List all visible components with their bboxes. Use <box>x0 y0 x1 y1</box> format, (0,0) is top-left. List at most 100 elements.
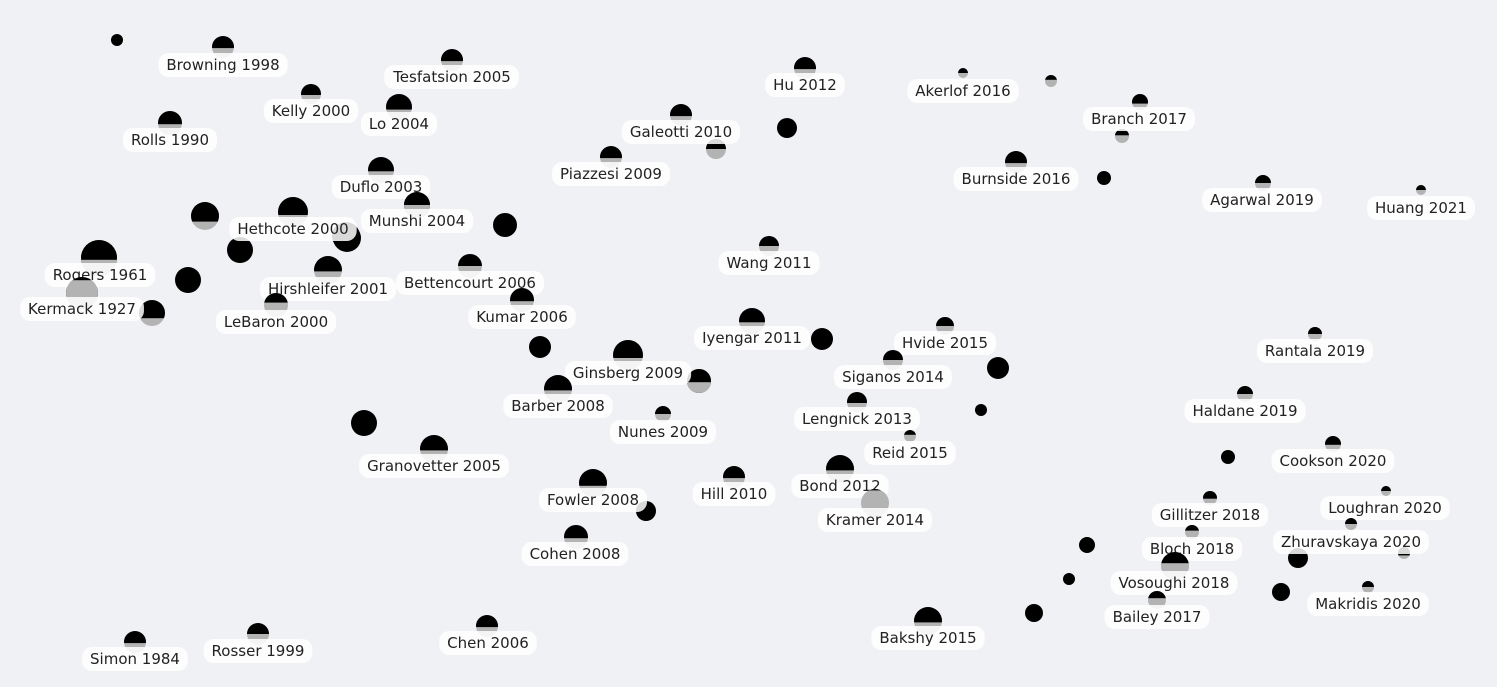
paper-node-kumar-2006[interactable]: Kumar 2006 <box>468 288 576 329</box>
unlabeled-paper-node[interactable] <box>777 118 797 138</box>
paper-node-branch-2017[interactable]: Branch 2017 <box>1083 94 1195 131</box>
paper-node-haldane-2019[interactable]: Haldane 2019 <box>1184 386 1306 423</box>
paper-node-akerlof-2016[interactable]: Akerlof 2016 <box>907 68 1019 103</box>
paper-label: Makridis 2020 <box>1315 595 1421 613</box>
paper-label-background <box>122 128 218 152</box>
unlabeled-paper-node[interactable] <box>1272 583 1290 601</box>
node-dark-fraction <box>613 340 643 358</box>
unlabeled-paper-node[interactable] <box>175 267 201 293</box>
unlabeled-paper-node[interactable] <box>139 300 165 326</box>
paper-node-bond-2012[interactable]: Bond 2012 <box>791 455 889 498</box>
node-dark-fraction <box>1416 185 1426 190</box>
paper-node-rogers-1961[interactable]: Rogers 1961 <box>44 240 156 287</box>
paper-node-kramer-2014[interactable]: Kramer 2014 <box>817 489 933 532</box>
node-dark-fraction <box>1237 386 1253 394</box>
paper-node-tesfatsion-2005[interactable]: Tesfatsion 2005 <box>384 49 519 89</box>
paper-node-wang-2011[interactable]: Wang 2011 <box>718 236 820 275</box>
node-dark-fraction <box>368 157 394 172</box>
paper-node-barber-2008[interactable]: Barber 2008 <box>503 375 613 418</box>
paper-node-hirshleifer-2001[interactable]: Hirshleifer 2001 <box>259 256 397 301</box>
paper-node-hill-2010[interactable]: Hill 2010 <box>692 466 776 506</box>
paper-label: Bloch 2018 <box>1150 540 1234 558</box>
paper-node-browning-1998[interactable]: Browning 1998 <box>158 36 288 77</box>
unlabeled-paper-node[interactable] <box>493 213 517 237</box>
paper-label: Reid 2015 <box>872 444 948 462</box>
paper-node-fowler-2008[interactable]: Fowler 2008 <box>538 469 648 512</box>
paper-node-makridis-2020[interactable]: Makridis 2020 <box>1307 581 1429 616</box>
unlabeled-paper-node[interactable] <box>1221 450 1235 464</box>
paper-node-hu-2012[interactable]: Hu 2012 <box>765 57 845 97</box>
paper-label-background <box>765 73 845 97</box>
paper-node-rolls-1990[interactable]: Rolls 1990 <box>122 111 218 152</box>
paper-node-munshi-2004[interactable]: Munshi 2004 <box>360 192 474 233</box>
paper-node-nunes-2009[interactable]: Nunes 2009 <box>609 406 717 444</box>
paper-node-bettencourt-2006[interactable]: Bettencourt 2006 <box>396 254 544 295</box>
paper-node-bailey-2017[interactable]: Bailey 2017 <box>1104 591 1210 629</box>
paper-node-siganos-2014[interactable]: Siganos 2014 <box>834 350 952 389</box>
unlabeled-paper-node[interactable] <box>1115 129 1129 143</box>
paper-label-background <box>621 120 741 144</box>
paper-label: Rosser 1999 <box>212 642 305 660</box>
node-dark-fraction <box>510 288 534 302</box>
unlabeled-paper-node[interactable] <box>987 357 1009 379</box>
unlabeled-paper-node[interactable] <box>529 336 551 358</box>
paper-label: Bettencourt 2006 <box>404 274 536 292</box>
node-dark-fraction <box>158 111 182 125</box>
unlabeled-paper-node[interactable] <box>351 410 377 436</box>
paper-node-bloch-2018[interactable]: Bloch 2018 <box>1141 525 1243 561</box>
paper-node-ginsberg-2009[interactable]: Ginsberg 2009 <box>564 340 692 385</box>
paper-label-background <box>360 112 438 136</box>
paper-node-loughran-2020[interactable]: Loughran 2020 <box>1320 486 1450 520</box>
paper-label-background <box>360 209 474 233</box>
node-dark-fraction <box>1115 129 1129 136</box>
paper-node-vosoughi-2018[interactable]: Vosoughi 2018 <box>1110 552 1238 595</box>
unlabeled-paper-node[interactable] <box>227 237 253 263</box>
paper-node-simon-1984[interactable]: Simon 1984 <box>82 631 188 671</box>
paper-label-background <box>1104 605 1210 629</box>
paper-label: Duflo 2003 <box>340 178 423 196</box>
unlabeled-paper-node[interactable] <box>1097 171 1111 185</box>
paper-node-kelly-2000[interactable]: Kelly 2000 <box>263 84 359 123</box>
paper-node-iyengar-2011[interactable]: Iyengar 2011 <box>694 308 810 350</box>
paper-node-reid-2015[interactable]: Reid 2015 <box>864 430 956 465</box>
unlabeled-paper-node[interactable] <box>111 34 123 46</box>
unlabeled-paper-node[interactable] <box>811 328 833 350</box>
node-fill <box>529 336 551 358</box>
paper-label: Zhuravskaya 2020 <box>1281 533 1421 551</box>
unlabeled-paper-node[interactable] <box>975 404 987 416</box>
paper-label: Granovetter 2005 <box>367 457 501 475</box>
unlabeled-paper-node[interactable] <box>191 202 219 230</box>
paper-label: Barber 2008 <box>511 397 605 415</box>
unlabeled-paper-node[interactable] <box>687 369 711 393</box>
unlabeled-paper-node[interactable] <box>1079 537 1095 553</box>
paper-node-lengnick-2013[interactable]: Lengnick 2013 <box>794 392 920 431</box>
paper-node-gillitzer-2018[interactable]: Gillitzer 2018 <box>1151 491 1269 527</box>
paper-node-galeotti-2010[interactable]: Galeotti 2010 <box>621 104 741 144</box>
unlabeled-paper-node[interactable] <box>1025 604 1043 622</box>
paper-label-background <box>1202 188 1322 212</box>
paper-node-cohen-2008[interactable]: Cohen 2008 <box>521 525 629 566</box>
paper-node-granovetter-2005[interactable]: Granovetter 2005 <box>359 435 509 478</box>
paper-node-lebaron-2000[interactable]: LeBaron 2000 <box>215 293 337 334</box>
paper-node-agarwal-2019[interactable]: Agarwal 2019 <box>1202 175 1322 212</box>
paper-node-rosser-1999[interactable]: Rosser 1999 <box>203 623 313 663</box>
paper-node-bakshy-2015[interactable]: Bakshy 2015 <box>871 607 985 650</box>
paper-node-kermack-1927[interactable]: Kermack 1927 <box>20 277 144 321</box>
paper-node-hethcote-2000[interactable]: Hethcote 2000 <box>229 197 357 241</box>
unlabeled-paper-node[interactable] <box>1063 573 1075 585</box>
paper-node-chen-2006[interactable]: Chen 2006 <box>439 615 537 655</box>
paper-node-huang-2021[interactable]: Huang 2021 <box>1367 185 1475 220</box>
paper-label-background <box>359 454 509 478</box>
paper-node-rantala-2019[interactable]: Rantala 2019 <box>1256 327 1374 363</box>
unlabeled-paper-node[interactable] <box>1045 75 1057 87</box>
paper-node-lo-2004[interactable]: Lo 2004 <box>360 94 438 136</box>
paper-node-zhuravskaya-2020[interactable]: Zhuravskaya 2020 <box>1273 518 1429 554</box>
paper-label: Simon 1984 <box>90 650 180 668</box>
paper-node-hvide-2015[interactable]: Hvide 2015 <box>893 317 997 355</box>
paper-node-duflo-2003[interactable]: Duflo 2003 <box>331 157 431 199</box>
paper-node-piazzesi-2009[interactable]: Piazzesi 2009 <box>552 146 670 186</box>
paper-node-cookson-2020[interactable]: Cookson 2020 <box>1271 436 1395 473</box>
node-dark-fraction <box>861 489 889 491</box>
paper-node-burnside-2016[interactable]: Burnside 2016 <box>953 151 1079 191</box>
